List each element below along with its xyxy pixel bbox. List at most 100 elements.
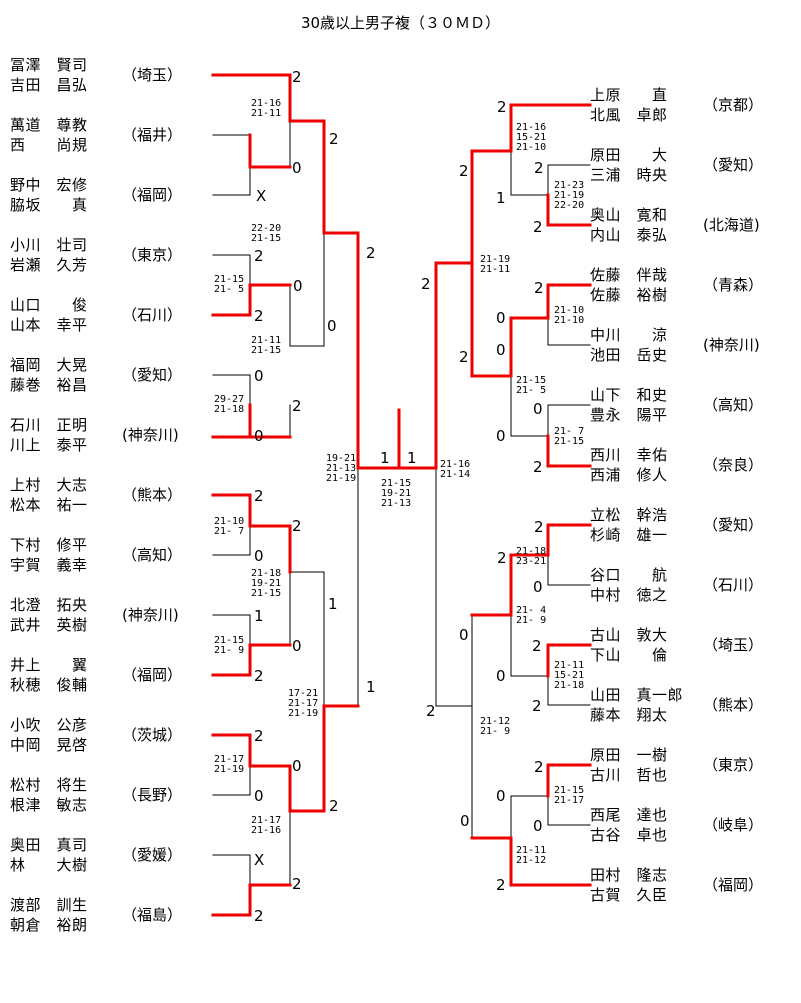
result-mark: 0 xyxy=(459,626,469,644)
game-score: 21-15 xyxy=(251,345,281,356)
game-score: 21-17 xyxy=(288,698,318,709)
game-score: 21-15 xyxy=(554,436,584,447)
result-mark: 2 xyxy=(254,307,264,325)
player-name: 福岡 大晃 xyxy=(10,356,88,374)
prefecture: （熊本） xyxy=(703,696,764,714)
player-name: 奥山 寛和 xyxy=(590,206,668,224)
game-score: 21- 5 xyxy=(214,284,244,295)
player-name: 杉崎 雄一 xyxy=(590,526,668,544)
prefecture: （愛媛） xyxy=(122,846,183,864)
player-name: 吉田 昌弘 xyxy=(10,76,88,94)
player-name: 中岡 晃啓 xyxy=(10,736,88,754)
result-mark: 1 xyxy=(366,678,376,696)
game-score: 21-16 xyxy=(251,825,281,836)
prefecture: (北海道) xyxy=(703,216,760,234)
result-mark: 2 xyxy=(533,218,543,236)
player-name: 豊永 陽平 xyxy=(590,406,668,424)
player-name: 武井 英樹 xyxy=(10,616,88,634)
prefecture: （青森） xyxy=(703,276,764,294)
prefecture: （東京） xyxy=(703,756,764,774)
result-mark: 2 xyxy=(497,549,507,567)
game-score: 23-21 xyxy=(516,556,546,567)
result-mark: 0 xyxy=(292,757,302,775)
game-score: 21- 9 xyxy=(516,615,546,626)
prefecture: （福岡） xyxy=(122,186,183,204)
game-score: 21-18 xyxy=(516,546,546,557)
result-mark: 0 xyxy=(533,578,543,596)
game-score: 21- 7 xyxy=(554,426,584,437)
result-mark: 1 xyxy=(254,607,264,625)
player-name: 古賀 久臣 xyxy=(590,886,668,904)
result-mark: 2 xyxy=(534,279,544,297)
player-name: 山本 幸平 xyxy=(10,316,88,334)
result-mark: 2 xyxy=(532,637,542,655)
player-name: 北澄 拓央 xyxy=(10,596,88,614)
result-mark: 0 xyxy=(254,367,264,385)
prefecture: （高知） xyxy=(703,396,764,414)
result-mark: 1 xyxy=(496,189,506,207)
result-mark: 0 xyxy=(254,787,264,805)
result-mark: 2 xyxy=(534,758,544,776)
game-score: 21-11 xyxy=(480,264,510,275)
game-score: 21-18 xyxy=(554,680,584,691)
player-name: 谷口 航 xyxy=(590,566,668,584)
prefecture: (神奈川) xyxy=(703,336,760,354)
result-mark: 2 xyxy=(534,159,544,177)
result-mark: 2 xyxy=(459,162,469,180)
prefecture: （福岡） xyxy=(122,666,183,684)
player-name: 古山 敦大 xyxy=(590,626,668,644)
player-name: 秋穂 俊輔 xyxy=(10,676,88,694)
game-score: 21-19 xyxy=(480,254,510,265)
player-name: 小川 壮司 xyxy=(10,236,88,254)
result-mark: 2 xyxy=(292,875,302,893)
result-mark: 0 xyxy=(496,787,506,805)
prefecture: （福岡） xyxy=(703,876,764,894)
player-name: 立松 幹浩 xyxy=(590,506,668,524)
result-mark: 0 xyxy=(293,277,303,295)
prefecture: （奈良） xyxy=(703,456,764,474)
player-name: 萬道 尊教 xyxy=(10,116,88,134)
result-mark: 2 xyxy=(254,667,264,685)
game-score: 21-14 xyxy=(440,469,470,480)
game-score: 21-18 xyxy=(251,568,281,579)
result-mark: 2 xyxy=(254,907,264,925)
player-name: 下村 修平 xyxy=(10,536,88,554)
prefecture: （埼玉） xyxy=(703,636,764,654)
result-mark: 0 xyxy=(496,309,506,327)
player-name: 冨澤 賢司 xyxy=(10,56,88,74)
game-score: 21-18 xyxy=(214,404,244,415)
player-name: 佐藤 伴哉 xyxy=(590,266,668,284)
result-mark: 2 xyxy=(292,68,302,86)
result-mark: 2 xyxy=(496,876,506,894)
result-mark: 0 xyxy=(533,817,543,835)
game-score: 21-19 xyxy=(214,764,244,775)
bracket-lines-red xyxy=(211,73,592,917)
game-score: 21-13 xyxy=(381,498,411,509)
game-score: 15-21 xyxy=(516,132,546,143)
player-name: 根津 敏志 xyxy=(10,796,88,814)
result-mark: 2 xyxy=(532,697,542,715)
result-mark: 1 xyxy=(328,595,338,613)
player-name: 北風 卓郎 xyxy=(590,106,668,124)
player-name: 上原 直 xyxy=(590,86,668,104)
result-mark: 1 xyxy=(380,449,390,467)
game-score: 21-15 xyxy=(251,233,281,244)
game-score: 15-21 xyxy=(554,670,584,681)
player-name: 山下 和史 xyxy=(590,386,668,404)
result-mark: 2 xyxy=(366,244,376,262)
player-name: 野中 宏修 xyxy=(10,176,88,194)
result-mark: X xyxy=(254,851,264,869)
game-score: 21-11 xyxy=(516,845,546,856)
player-name: 山口 俊 xyxy=(10,296,88,314)
result-mark: 0 xyxy=(327,317,337,335)
game-score: 21-16 xyxy=(516,122,546,133)
game-score: 21-10 xyxy=(214,516,244,527)
game-score: 21-23 xyxy=(554,180,584,191)
result-mark: 2 xyxy=(254,247,264,265)
player-name: 岩瀬 久芳 xyxy=(10,256,88,274)
player-name: 西川 幸佑 xyxy=(590,446,668,464)
result-mark: 0 xyxy=(533,400,543,418)
game-score: 21-19 xyxy=(326,473,356,484)
game-score: 21-12 xyxy=(516,855,546,866)
